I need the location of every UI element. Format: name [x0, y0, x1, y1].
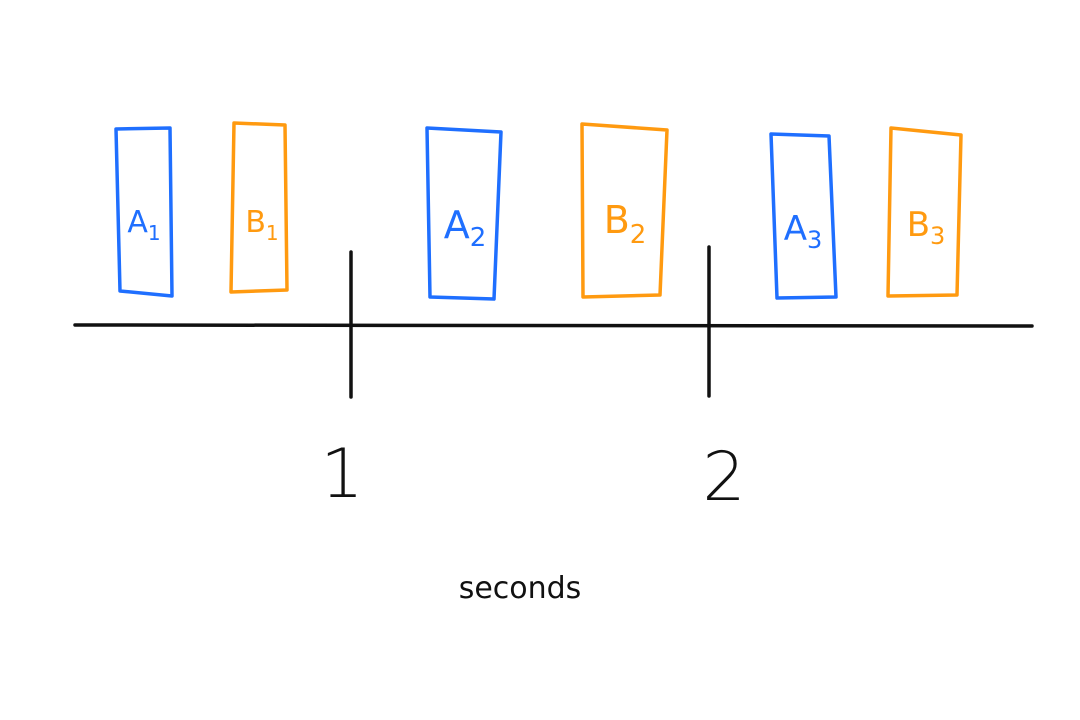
block-a1-box — [114, 126, 174, 298]
block-b1: B1 — [229, 121, 289, 294]
timeline-axis — [73, 323, 1034, 328]
tick-label-2: 2 — [702, 438, 745, 517]
block-a1-label: A1 — [127, 205, 160, 245]
block-a3: A3 — [769, 132, 838, 300]
block-b3-label: B3 — [907, 205, 946, 250]
block-a2: A2 — [425, 126, 503, 301]
block-b2-label: B2 — [604, 198, 647, 250]
block-b2: B2 — [580, 122, 669, 299]
block-a3-box — [769, 132, 838, 300]
block-a3-label: A3 — [784, 209, 823, 254]
block-b1-label: B1 — [245, 205, 278, 245]
block-b2-box — [580, 122, 669, 299]
axis-title: seconds — [459, 571, 582, 606]
block-b3: B3 — [886, 126, 963, 298]
tick-label-1: 1 — [320, 435, 363, 514]
block-a2-box — [425, 126, 503, 301]
block-b1-box — [229, 121, 289, 294]
block-b3-box — [886, 126, 963, 298]
block-a1: A1 — [114, 126, 174, 298]
block-a2-label: A2 — [444, 203, 487, 253]
